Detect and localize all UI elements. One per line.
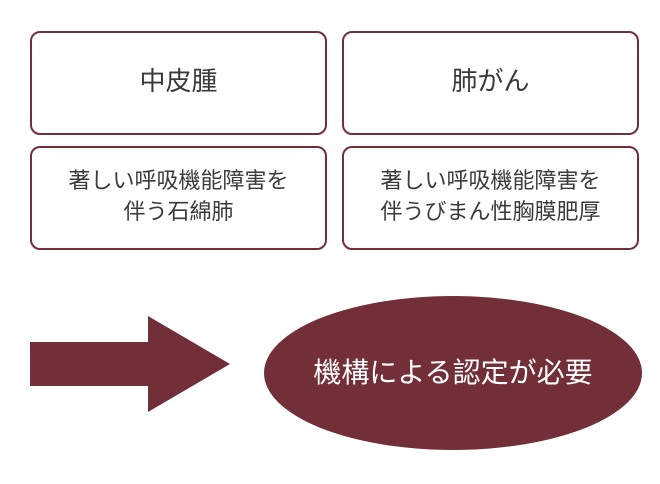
- lung-cancer-title: 肺がん: [451, 67, 530, 98]
- pleural-thickening-condition-box: 著しい呼吸機能障害を 伴うびまん性胸膜肥厚: [342, 146, 639, 250]
- certification-required-ellipse: 機構による認定が必要: [264, 296, 642, 450]
- asbestosis-condition-line-2: 伴う石綿肺: [123, 200, 234, 225]
- asbestosis-condition-text: 著しい呼吸機能障害を 伴う石綿肺: [60, 167, 296, 229]
- pleural-thickening-condition-text: 著しい呼吸機能障害を 伴うびまん性胸膜肥厚: [372, 167, 608, 229]
- pleural-thickening-condition-line-2: 伴うびまん性胸膜肥厚: [380, 200, 601, 225]
- asbestosis-condition-line-1: 著しい呼吸機能障害を: [68, 169, 289, 195]
- mesothelioma-box: 中皮腫: [30, 31, 327, 135]
- mesothelioma-title: 中皮腫: [139, 67, 218, 98]
- right-arrow-icon: [30, 316, 230, 412]
- asbestosis-condition-box: 著しい呼吸機能障害を 伴う石綿肺: [30, 146, 327, 250]
- lung-cancer-box: 肺がん: [342, 31, 639, 135]
- right-arrow-shape: [30, 316, 230, 412]
- certification-required-label: 機構による認定が必要: [313, 356, 593, 390]
- pleural-thickening-condition-line-1: 著しい呼吸機能障害を: [380, 169, 601, 195]
